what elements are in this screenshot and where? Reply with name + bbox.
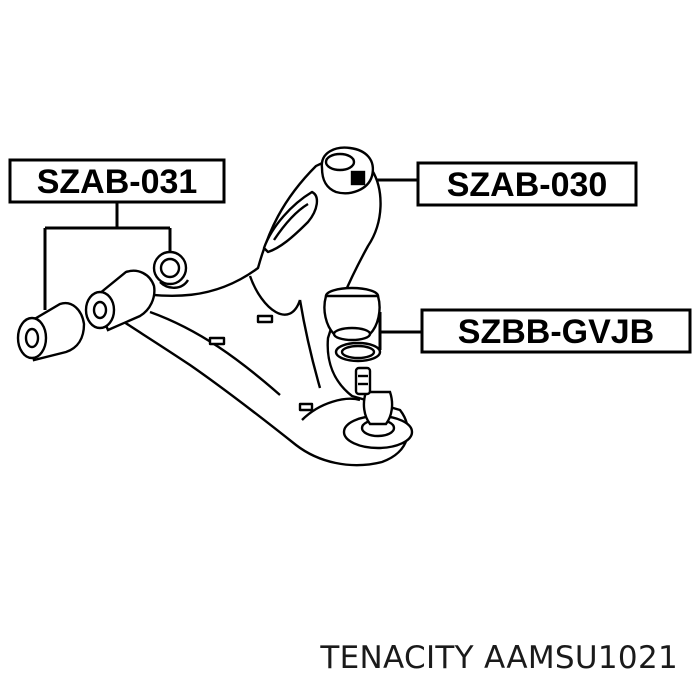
ball-joint-boot — [323, 286, 382, 363]
label-szbb-gvjb: SZBB-GVJB — [458, 313, 654, 351]
label-box-szab-031: SZAB-031 — [8, 158, 226, 204]
top-bushing — [320, 146, 375, 195]
separate-bushing-left — [16, 301, 86, 362]
label-szab-031: SZAB-031 — [37, 163, 198, 201]
separate-bushing-upper — [152, 250, 190, 289]
ball-joint — [342, 366, 414, 450]
label-szab-030: SZAB-030 — [447, 166, 608, 204]
control-arm — [116, 159, 409, 467]
label-box-szbb-gvjb: SZBB-GVJB — [420, 308, 692, 354]
part-number-footer: TENACITY AAMSU1021 — [320, 640, 678, 676]
front-bushing — [84, 269, 156, 332]
label-box-szab-030: SZAB-030 — [416, 161, 638, 207]
leader-lines — [43, 178, 422, 350]
